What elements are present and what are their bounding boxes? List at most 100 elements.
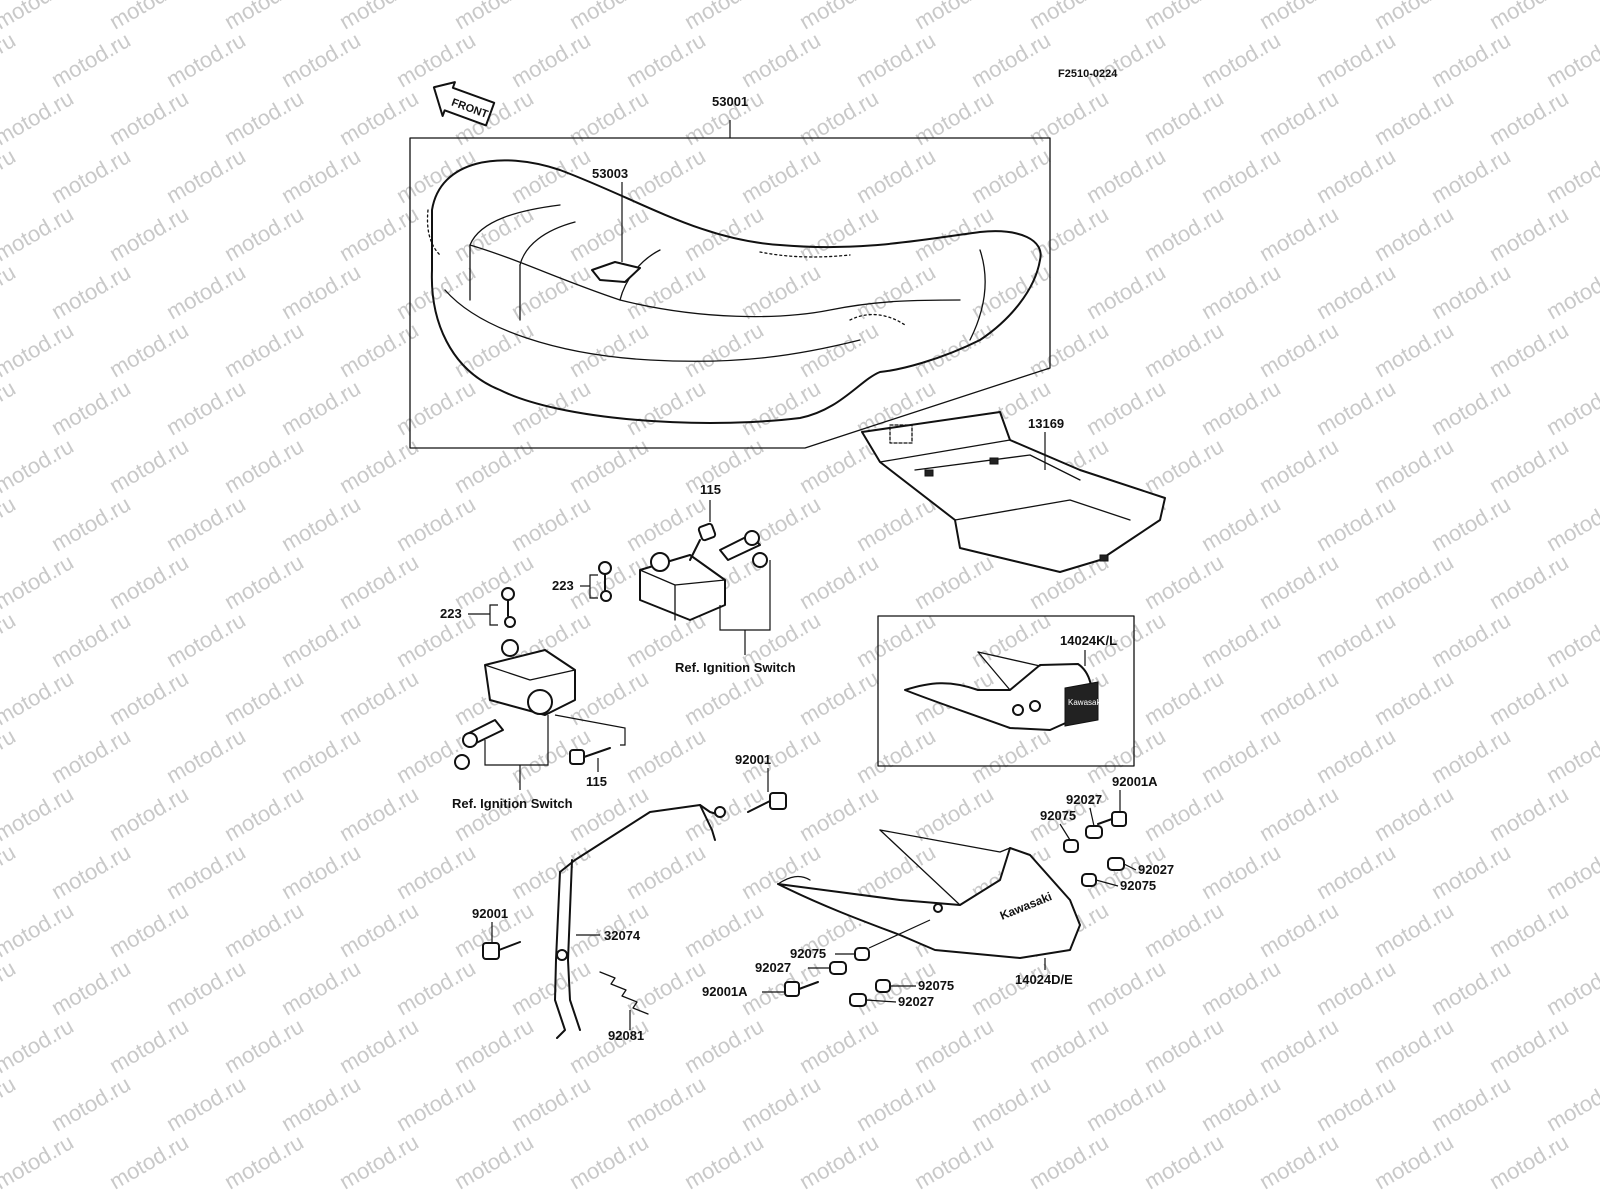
watermark-text: motod.ru (1082, 143, 1170, 208)
watermark-text: motod.ru (220, 1129, 308, 1194)
watermark-text: motod.ru (1542, 143, 1600, 208)
watermark-text: motod.ru (680, 1129, 768, 1194)
seat-box-outline (409, 137, 1051, 449)
watermark-text: motod.ru (1140, 897, 1228, 962)
label-bolt-lower: 115 (586, 774, 607, 789)
watermark-text: motod.ru (1197, 839, 1285, 904)
watermark-text: motod.ru (1370, 665, 1458, 730)
watermark-text: motod.ru (1312, 1071, 1400, 1136)
damper-92075-l1 (854, 947, 870, 961)
watermark-text: motod.ru (1255, 665, 1343, 730)
watermark-text: motod.ru (392, 955, 480, 1020)
watermark-text: motod.ru (0, 433, 78, 498)
watermark-text: motod.ru (737, 259, 825, 324)
watermark-text: motod.ru (277, 955, 365, 1020)
watermark-text: motod.ru (277, 1071, 365, 1136)
watermark-text: motod.ru (1255, 781, 1343, 846)
watermark-text: motod.ru (277, 27, 365, 92)
watermark-text: motod.ru (47, 259, 135, 324)
watermark-text: motod.ru (1542, 839, 1600, 904)
watermark-text: motod.ru (162, 955, 250, 1020)
watermark-text: motod.ru (277, 491, 365, 556)
watermark-text: motod.ru (565, 433, 653, 498)
watermark-text: motod.ru (392, 491, 480, 556)
watermark-text: motod.ru (1255, 433, 1343, 498)
watermark-text: motod.ru (105, 1013, 193, 1078)
watermark-text: motod.ru (795, 1129, 883, 1194)
watermark-text: motod.ru (1197, 143, 1285, 208)
watermark-text: motod.ru (105, 549, 193, 614)
watermark-text: motod.ru (1485, 549, 1573, 614)
watermark-text: motod.ru (277, 839, 365, 904)
watermark-text: motod.ru (795, 317, 883, 382)
label-collar-l1: 92027 (755, 960, 791, 975)
watermark-text: motod.ru (852, 607, 940, 672)
watermark-text: motod.ru (737, 27, 825, 92)
watermark-text: motod.ru (1370, 201, 1458, 266)
watermark-text: motod.ru (0, 549, 78, 614)
watermark-text: motod.ru (220, 665, 308, 730)
watermark-text: motod.ru (162, 143, 250, 208)
watermark-text: motod.ru (737, 375, 825, 440)
watermark-text: motod.ru (220, 433, 308, 498)
label-damper-r2: 92075 (1120, 878, 1156, 893)
watermark-text: motod.ru (1025, 1129, 1113, 1194)
watermark-text: motod.ru (392, 27, 480, 92)
seat-emblem (591, 261, 641, 283)
label-damper-l2: 92075 (918, 978, 954, 993)
watermark-text: motod.ru (1485, 433, 1573, 498)
label-seat-tray: 13169 (1028, 416, 1064, 431)
watermark-text: motod.ru (1427, 955, 1515, 1020)
watermark-text: motod.ru (1312, 607, 1400, 672)
label-collar-l2: 92027 (898, 994, 934, 1009)
watermark-text: motod.ru (392, 375, 480, 440)
watermark-text: motod.ru (450, 317, 538, 382)
watermark-text: motod.ru (392, 839, 480, 904)
watermark-text: motod.ru (1485, 201, 1573, 266)
watermark-text: motod.ru (910, 1013, 998, 1078)
watermark-text: motod.ru (335, 781, 423, 846)
watermark-text: motod.ru (392, 607, 480, 672)
watermark-text: motod.ru (47, 27, 135, 92)
watermark-text: motod.ru (1427, 723, 1515, 788)
watermark-text: motod.ru (1197, 491, 1285, 556)
watermark-text: motod.ru (47, 491, 135, 556)
watermark-text: motod.ru (1427, 259, 1515, 324)
watermark-text: motod.ru (1485, 85, 1573, 150)
watermark-text: motod.ru (1255, 549, 1343, 614)
label-hook: 32074 (604, 928, 641, 943)
watermark-text: motod.ru (1140, 549, 1228, 614)
watermark-text: motod.ru (0, 259, 20, 324)
watermark-text: motod.ru (1082, 375, 1170, 440)
label-washer-lower: 223 (440, 606, 462, 621)
watermark-text: motod.ru (1370, 1129, 1458, 1194)
watermark-text: motod.ru (1082, 27, 1170, 92)
collar-92027-l2 (849, 993, 867, 1007)
watermark-text: motod.ru (795, 201, 883, 266)
bolt-92001a-right (1097, 811, 1127, 827)
watermark-text: motod.ru (450, 1013, 538, 1078)
watermark-text: motod.ru (1025, 317, 1113, 382)
watermark-text: motod.ru (162, 607, 250, 672)
screw-223-lower (501, 587, 516, 628)
watermark-text: motod.ru (1427, 607, 1515, 672)
watermark-text: motod.ru (220, 1013, 308, 1078)
watermark-text: motod.ru (0, 201, 78, 266)
collar-92027-r2 (1107, 857, 1125, 871)
watermark-text: motod.ru (565, 317, 653, 382)
watermark-text: motod.ru (1542, 723, 1600, 788)
label-bolt-upper: 115 (700, 482, 721, 497)
watermark-text: motod.ru (1197, 1071, 1285, 1136)
seat-assembly (409, 120, 1051, 449)
watermark-text: motod.ru (105, 317, 193, 382)
watermark-text: motod.ru (105, 201, 193, 266)
label-grip-option: 14024K/L (1060, 633, 1117, 648)
watermark-text: motod.ru (1255, 1013, 1343, 1078)
watermark-text: motod.ru (1082, 1071, 1170, 1136)
watermark-text: motod.ru (0, 1071, 20, 1136)
watermark-text: motod.ru (507, 955, 595, 1020)
watermark-text: motod.ru (1140, 433, 1228, 498)
seat-hook (482, 768, 787, 1039)
watermark-text: motod.ru (47, 607, 135, 672)
